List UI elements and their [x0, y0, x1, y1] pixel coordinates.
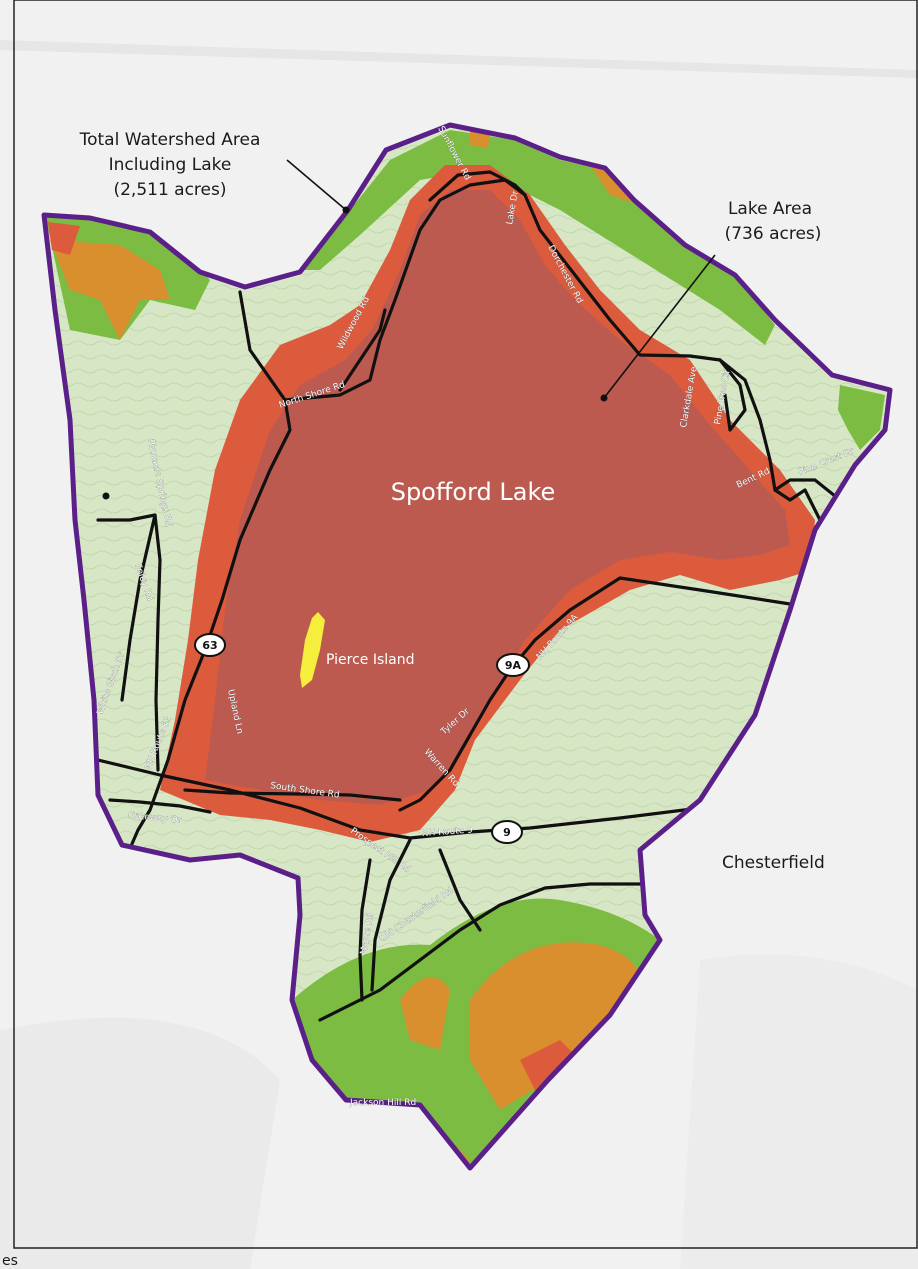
watershed-boundary: [41, 122, 893, 1171]
watershed-leader-dot: [342, 206, 350, 214]
watershed-callout-line2: Including Lake: [109, 155, 232, 175]
road-prospect-hill: [370, 838, 412, 992]
road-wildwood: [338, 308, 387, 392]
pierce-island: [300, 612, 325, 688]
route-63-shield: 63: [194, 633, 226, 657]
road-lake-dr-loop: [428, 170, 527, 202]
boundary-marker-dot: [102, 492, 110, 500]
road-pinnacle-springs: [96, 513, 162, 772]
road-warren: [448, 733, 472, 772]
road-foley: [120, 513, 157, 702]
map-frame: [13, 0, 918, 1249]
road-maple: [358, 858, 372, 1002]
road-network: [96, 170, 850, 1022]
lake-name-label: Spofford Lake: [391, 478, 556, 506]
route-9a-shield: 9A: [496, 653, 530, 677]
edge-fragment-label: es: [2, 1253, 18, 1269]
road-label-nh-route-9: NH Route 9: [422, 825, 474, 839]
watershed-callout-line1: Total Watershed Area: [79, 130, 261, 150]
lake-callout-line2: (736 acres): [725, 224, 822, 244]
road-gateway: [108, 798, 212, 814]
route-9a-shield-label: 9A: [505, 659, 522, 672]
watershed-callout-line3: (2,511 acres): [113, 180, 226, 200]
road-north-shore: [283, 178, 807, 502]
road-label-jackson-hill: Jackson Hill Rd: [349, 1098, 416, 1108]
watershed-leader-line: [286, 159, 347, 211]
lake-leader-line: [603, 254, 716, 399]
road-old-chesterfield: [318, 882, 642, 1022]
lake-leader-dot: [600, 394, 608, 402]
town-name-label: Chesterfield: [722, 853, 825, 873]
moderate-slope-area: [838, 385, 885, 450]
spofford-lake: [205, 190, 790, 805]
road-jackson-hill-spur: [438, 848, 482, 932]
moderate-slope-area: [300, 130, 775, 345]
island-name-label: Pierce Island: [326, 652, 415, 668]
shore-buffer-patch: [520, 1040, 580, 1100]
steep-slope-area: [470, 942, 642, 1110]
road-pine-tree-loop: [718, 358, 747, 432]
route-9-shield: 9: [491, 820, 523, 844]
route-63-shield-label: 63: [202, 639, 217, 652]
route-9-shield-label: 9: [503, 826, 511, 839]
shore-buffer-patch: [48, 222, 80, 255]
steep-slope-area: [400, 977, 450, 1050]
hillshade-streak: [0, 1017, 280, 1269]
hillshade-streak: [0, 40, 918, 78]
road-south-shore: [183, 788, 402, 802]
hillshade-streak: [680, 954, 918, 1269]
lake-callout-line1: Lake Area: [728, 199, 812, 219]
road-label-gateway: Gateway Dr: [128, 811, 182, 826]
steep-slope-area: [50, 240, 170, 340]
road-nh-route-9: [96, 758, 792, 840]
